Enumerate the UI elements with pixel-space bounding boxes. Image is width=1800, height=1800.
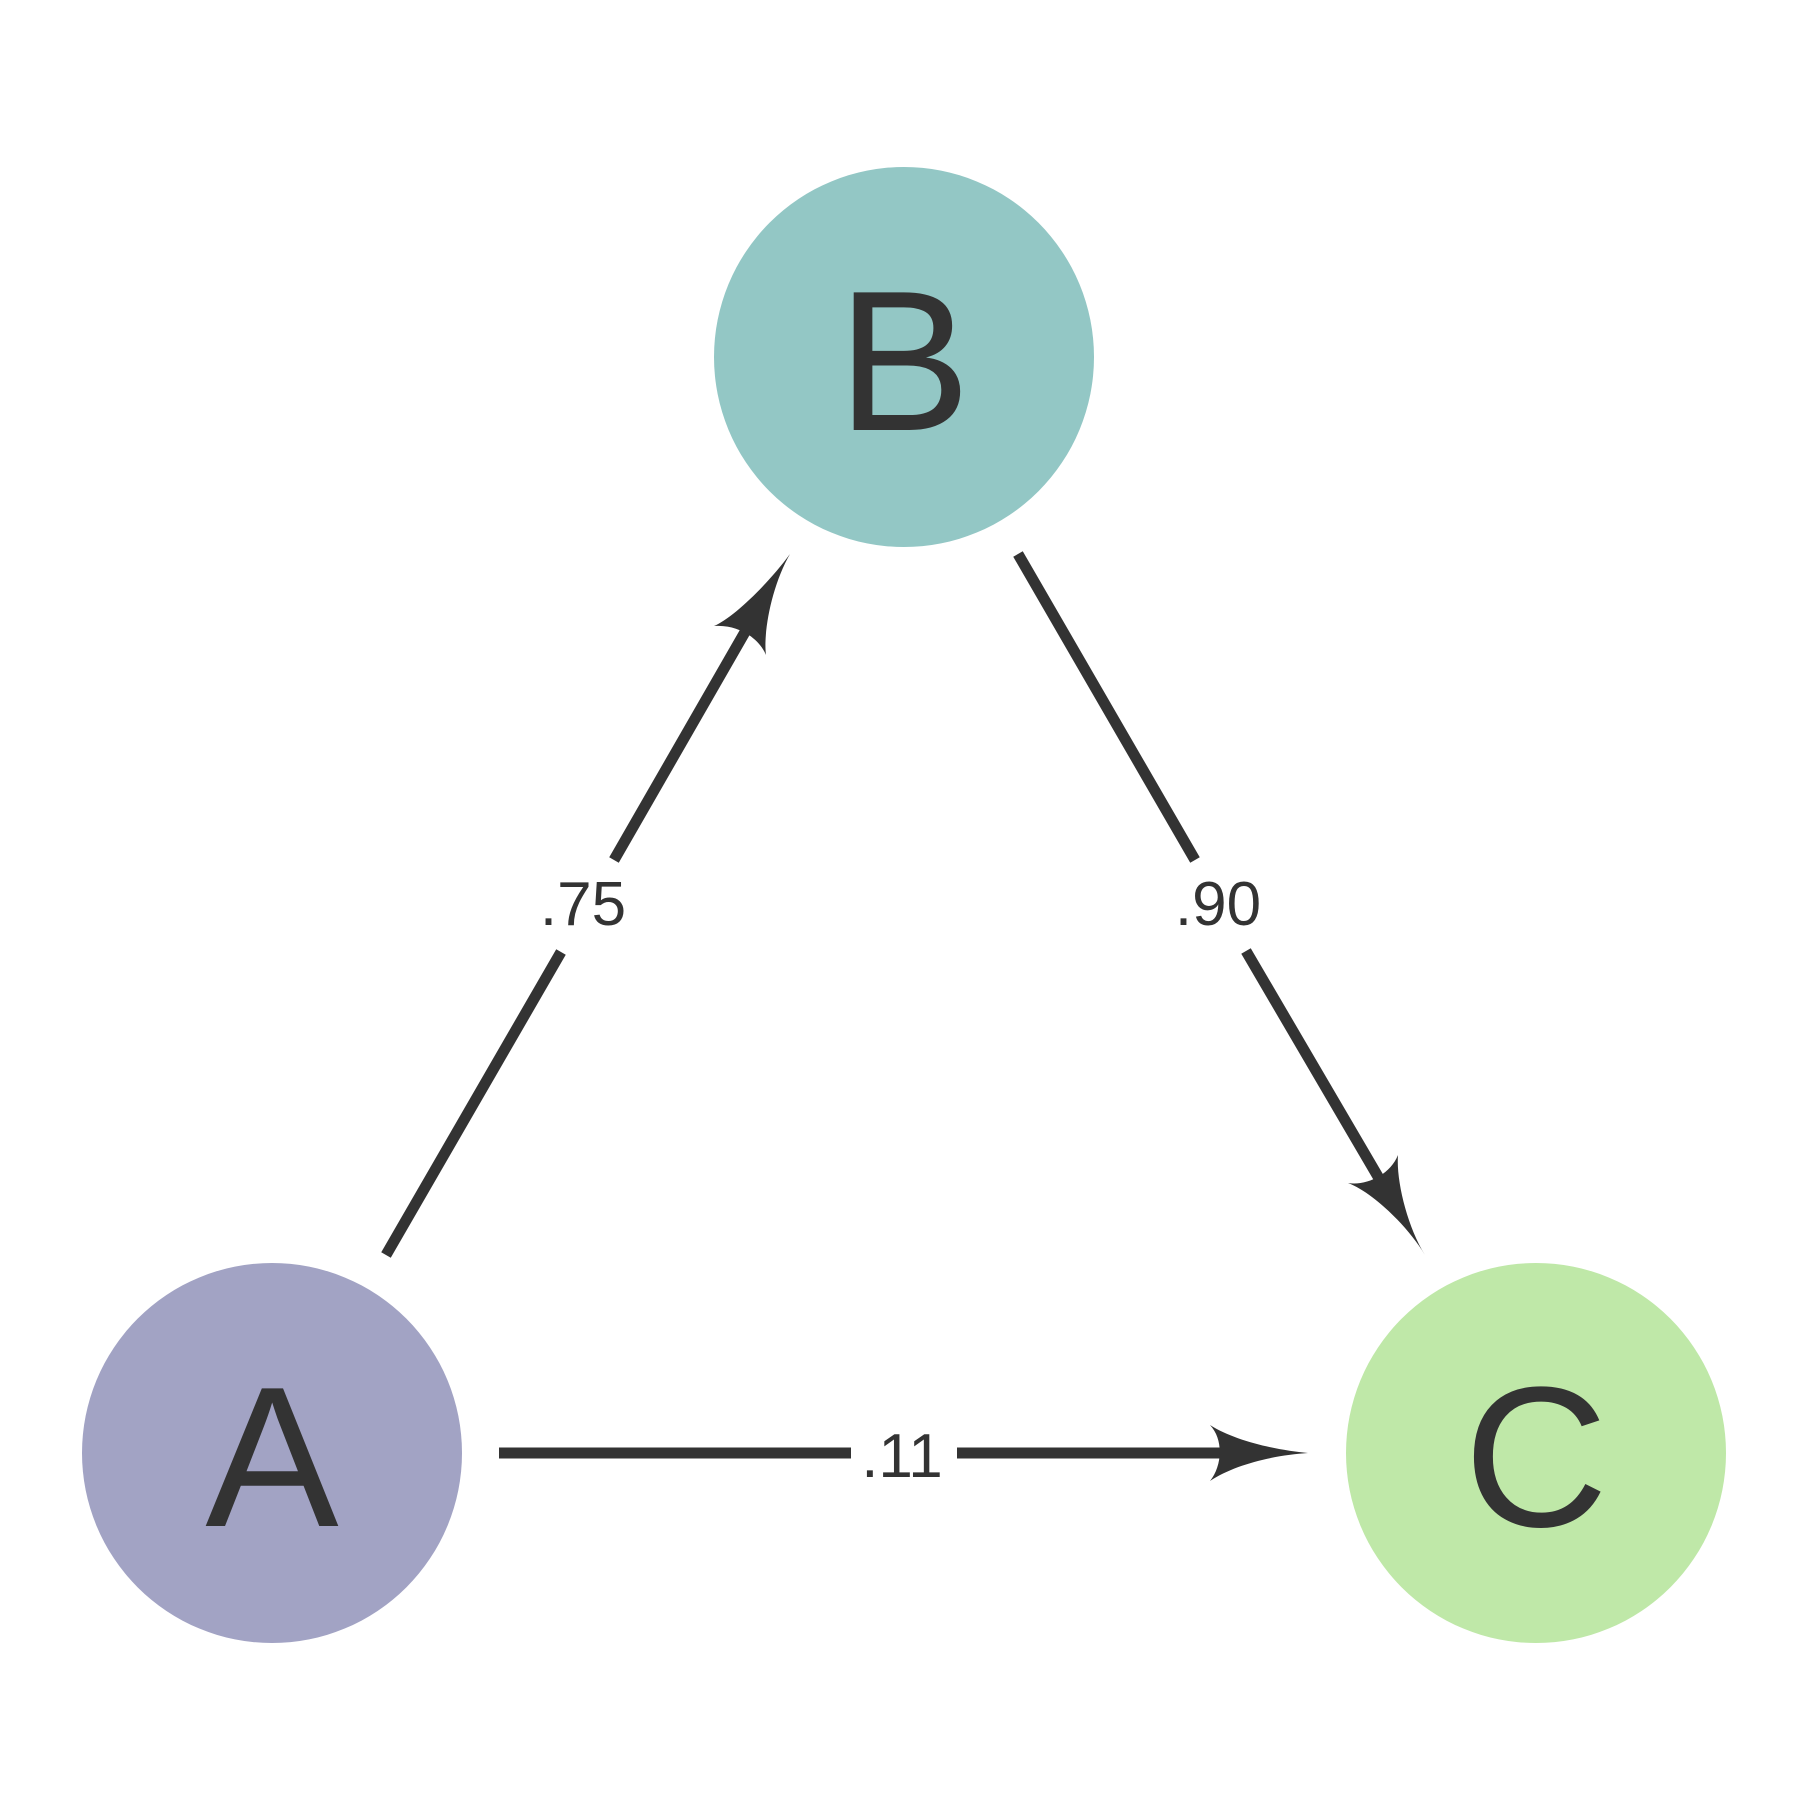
node-c-circle — [1346, 1263, 1726, 1643]
node-a-label: A — [205, 1346, 339, 1569]
edge-b-c: .90 — [1013, 551, 1425, 1255]
node-c-label: C — [1464, 1346, 1608, 1569]
edge-a-c: .11 — [499, 1422, 1308, 1491]
node-b: B — [714, 167, 1094, 547]
edge-a-b-line-segment-1 — [381, 949, 566, 1258]
node-b-circle — [714, 167, 1094, 547]
node-a-circle — [82, 1263, 462, 1643]
node-b-label: B — [837, 250, 970, 473]
edge-a-c-label: .11 — [861, 1422, 943, 1491]
edge-b-c-label: .90 — [1175, 870, 1261, 939]
edge-a-c-arrowhead — [1210, 1425, 1308, 1481]
edge-b-c-arrowhead — [1348, 1155, 1425, 1255]
node-a: A — [82, 1263, 462, 1643]
edge-a-b: .75 — [381, 554, 790, 1258]
node-c: C — [1346, 1263, 1726, 1643]
edge-a-b-arrowhead — [714, 554, 790, 655]
edge-a-b-label: .75 — [540, 870, 626, 939]
edge-b-c-line-segment-2 — [1241, 948, 1392, 1195]
edge-b-c-line-segment-1 — [1013, 551, 1200, 863]
edge-a-b-line-segment-2 — [609, 629, 750, 863]
